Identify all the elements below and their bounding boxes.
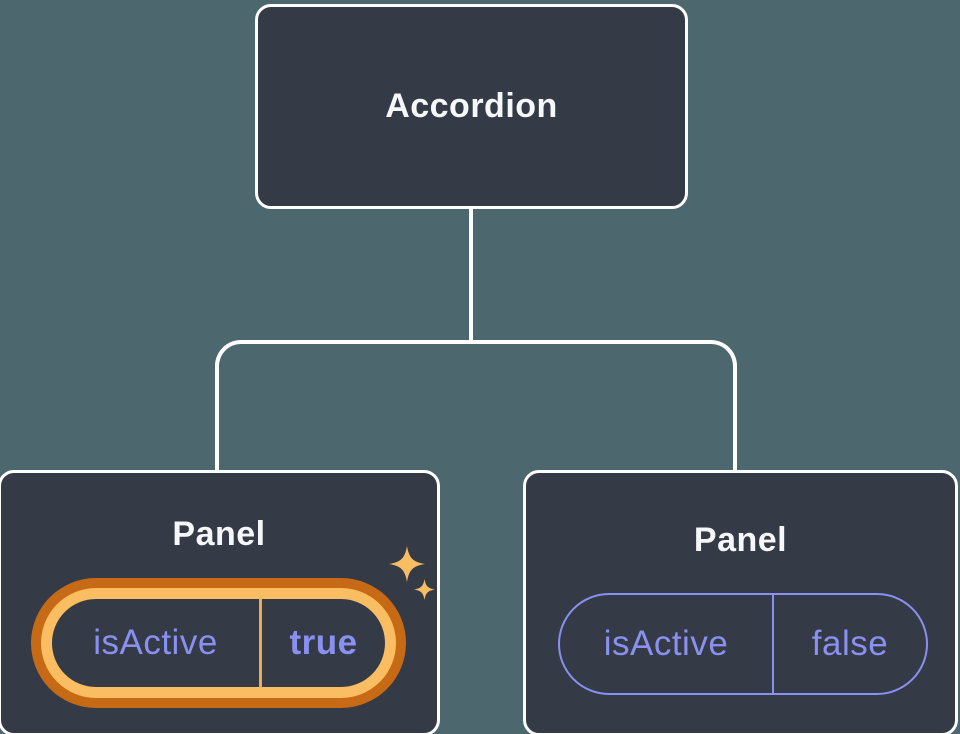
panel-node-label: Panel xyxy=(172,515,266,553)
prop-value-label: false xyxy=(811,624,889,663)
prop-name-label: isActive xyxy=(603,624,729,663)
connector-stem-line xyxy=(469,207,473,342)
panel-node-active: Panel isActive true xyxy=(0,470,440,734)
connector-bracket-line xyxy=(215,340,737,472)
panel-node-label: Panel xyxy=(693,521,788,559)
prop-name-label: isActive xyxy=(93,623,218,662)
pill-divider xyxy=(259,599,262,687)
prop-value-label: true xyxy=(289,623,358,662)
panel-node-inactive: Panel isActive false xyxy=(523,470,958,734)
sparkles-icon xyxy=(389,546,425,582)
accordion-node-label: Accordion xyxy=(385,87,558,125)
accordion-node: Accordion xyxy=(255,4,688,209)
state-pill-active-inner: isActive true xyxy=(41,588,396,698)
state-pill-active: isActive true xyxy=(31,578,406,708)
pill-divider xyxy=(772,595,774,693)
state-pill-inactive: isActive false xyxy=(558,593,928,695)
sparkles-icon xyxy=(414,579,435,600)
